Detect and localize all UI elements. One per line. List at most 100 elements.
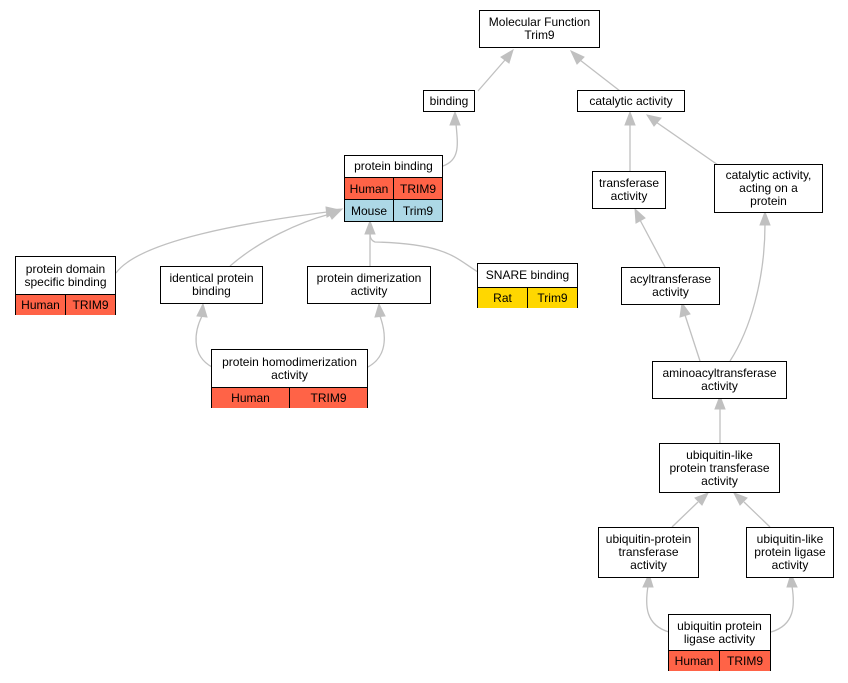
species-cell: Human xyxy=(349,181,389,196)
edge-ubl-ligase-to-ubl-transferase xyxy=(743,501,771,528)
edge-protein-binding-to-binding xyxy=(442,123,458,167)
node-label-line: activity xyxy=(610,189,648,203)
node-molecular-function[interactable]: Molecular Function Trim9 xyxy=(479,10,600,48)
gene-cell: Trim9 xyxy=(393,200,442,221)
species-cell: Human xyxy=(21,298,60,312)
edge-aminoacyl-to-catalytic-protein xyxy=(729,223,766,362)
node-label-line: activity xyxy=(271,367,308,382)
gene-cell: TRIM9 xyxy=(719,651,770,671)
edge-homodimer-to-dimerization xyxy=(367,315,385,368)
node-protein-homodimerization-activity[interactable]: protein homodimerization activity Human … xyxy=(211,349,368,408)
annotation-row-rat: Rat Trim9 xyxy=(478,287,577,308)
node-label: SNARE binding xyxy=(485,268,570,282)
node-label-line: ubiquitin protein xyxy=(677,618,762,633)
node-label-line: Trim9 xyxy=(524,28,555,42)
node-label-line: activity xyxy=(350,284,388,298)
node-protein-dimerization-activity[interactable]: protein dimerization activity xyxy=(307,266,431,304)
edge-identical-to-protein-binding xyxy=(229,213,331,267)
annotation-row-human: Human TRIM9 xyxy=(669,650,770,671)
node-ubiquitin-like-protein-transferase-activity[interactable]: ubiquitin-like protein transferase activ… xyxy=(659,443,780,493)
node-catalytic-activity[interactable]: catalytic activity xyxy=(577,90,685,112)
arrowhead xyxy=(624,110,636,126)
arrowhead xyxy=(569,49,585,65)
node-label-line: Molecular Function xyxy=(488,15,591,29)
node-binding[interactable]: binding xyxy=(423,90,475,112)
species-cell: Rat xyxy=(493,291,512,305)
node-label-line: identical protein xyxy=(169,271,254,285)
node-label: binding xyxy=(429,93,469,108)
node-label-line: ubiquitin-like xyxy=(686,447,753,462)
arrowhead xyxy=(679,301,691,318)
edge-ub-ligase-to-ub-transferase xyxy=(646,585,670,633)
edge-domain-to-protein-binding xyxy=(115,211,328,274)
node-aminoacyltransferase-activity[interactable]: aminoacyltransferase activity xyxy=(652,361,787,399)
node-label-line: transferase xyxy=(618,545,679,559)
gene-cell: TRIM9 xyxy=(65,295,115,315)
node-label-line: catalytic activity, xyxy=(725,168,812,182)
node-label-line: activity xyxy=(630,558,667,572)
node-ubiquitin-like-protein-ligase-activity[interactable]: ubiquitin-like protein ligase activity xyxy=(746,527,834,578)
annotation-row-human: Human TRIM9 xyxy=(345,177,442,199)
node-catalytic-activity-on-protein[interactable]: catalytic activity, acting on a protein xyxy=(714,164,823,213)
node-label-line: ubiquitin-protein xyxy=(605,532,692,546)
node-transferase-activity[interactable]: transferase activity xyxy=(592,171,666,209)
edge-ub-ligase-to-ubl-ligase xyxy=(770,585,794,633)
node-label-line: aminoacyltransferase xyxy=(662,366,777,380)
node-label-line: ligase activity xyxy=(683,631,756,646)
node-label-line: protein domain xyxy=(25,261,106,276)
node-label-line: protein dimerization xyxy=(316,271,422,285)
annotation-row-mouse: Mouse Trim9 xyxy=(345,199,442,221)
node-protein-domain-specific-binding[interactable]: protein domain specific binding Human TR… xyxy=(15,256,116,315)
node-label-line: activity xyxy=(652,285,689,299)
node-label-line: activity xyxy=(701,473,738,488)
node-label-line: acting on a xyxy=(739,181,798,195)
arrowhead xyxy=(642,572,654,588)
node-label-line: protein transferase xyxy=(669,460,770,475)
node-label-line: activity xyxy=(701,379,738,393)
gene-cell: TRIM9 xyxy=(393,178,442,199)
arrowhead xyxy=(694,492,710,506)
node-label-line: protein xyxy=(750,194,787,208)
edge-homodimer-to-identical xyxy=(195,315,213,368)
node-protein-binding[interactable]: protein binding Human TRIM9 Mouse Trim9 xyxy=(344,155,443,222)
edge-binding-to-root xyxy=(477,59,506,92)
edge-acyl-to-transferase xyxy=(639,219,666,268)
arrowhead xyxy=(645,114,662,127)
node-label-line: specific binding xyxy=(24,274,107,289)
edge-catalytic-protein-to-catalytic xyxy=(655,121,719,166)
arrowhead xyxy=(786,572,798,588)
node-label-line: protein homodimerization xyxy=(222,354,357,369)
species-cell: Mouse xyxy=(350,203,388,218)
node-label-line: protein ligase xyxy=(754,545,826,559)
arrowhead xyxy=(364,219,376,235)
node-snare-binding[interactable]: SNARE binding Rat Trim9 xyxy=(477,263,578,308)
arrowhead xyxy=(374,302,386,318)
arrowhead xyxy=(732,492,748,506)
arrowhead xyxy=(449,110,461,126)
arrowhead xyxy=(714,394,726,410)
node-identical-protein-binding[interactable]: identical protein binding xyxy=(160,266,263,304)
node-label-line: ubiquitin-like xyxy=(756,532,824,546)
species-cell: Human xyxy=(231,391,270,405)
edge-snare-to-protein-binding xyxy=(369,231,479,273)
edge-catalytic-to-root xyxy=(579,59,621,92)
node-ubiquitin-protein-ligase-activity[interactable]: ubiquitin protein ligase activity Human … xyxy=(668,614,771,671)
gene-cell: Trim9 xyxy=(527,288,577,308)
node-label-line: transferase xyxy=(598,176,660,190)
node-label: protein binding xyxy=(354,159,433,173)
annotation-row-human: Human TRIM9 xyxy=(212,387,367,408)
node-label-line: acyltransferase xyxy=(629,272,712,286)
arrowhead xyxy=(634,207,646,224)
node-acyltransferase-activity[interactable]: acyltransferase activity xyxy=(621,267,720,305)
arrowhead xyxy=(759,210,771,226)
species-cell: Human xyxy=(674,654,714,668)
edge-ub-transferase-to-ubl-transferase xyxy=(671,501,699,528)
arrowhead xyxy=(196,302,208,318)
node-label-line: binding xyxy=(192,284,231,298)
arrowhead xyxy=(500,48,514,64)
node-label: catalytic activity xyxy=(589,93,673,108)
gene-cell: TRIM9 xyxy=(289,388,367,408)
node-ubiquitin-protein-transferase-activity[interactable]: ubiquitin-protein transferase activity xyxy=(598,527,699,578)
annotation-row-human: Human TRIM9 xyxy=(16,294,115,315)
